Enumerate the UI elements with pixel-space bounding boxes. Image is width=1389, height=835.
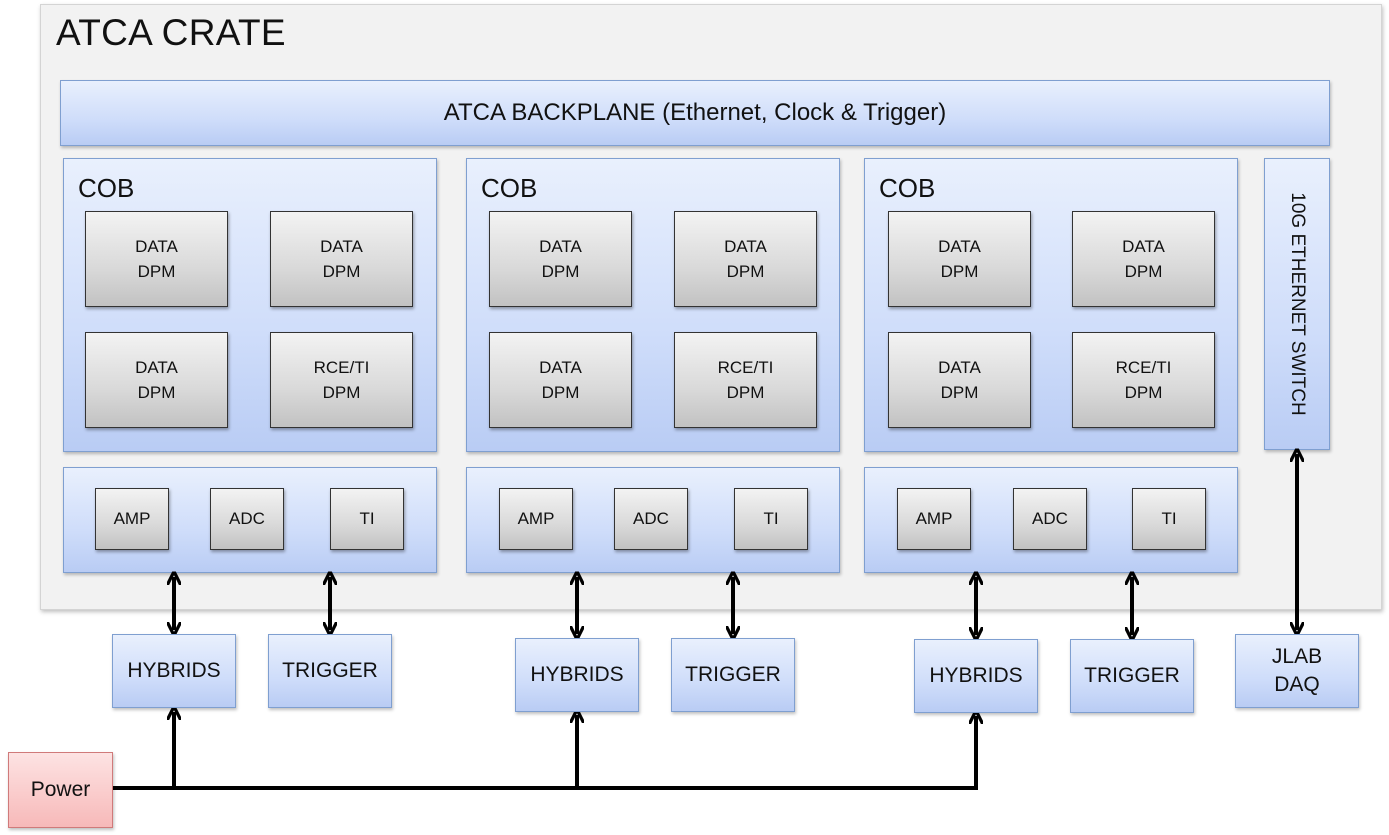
dpm-line-1: DATA	[938, 358, 981, 377]
cob-label: COB	[481, 173, 538, 203]
dpm-line-2: DPM	[541, 262, 580, 281]
cob-label: COB	[879, 173, 936, 203]
hybrids-box: HYBRIDS	[112, 634, 236, 708]
dpm-line-2: DPM	[322, 262, 361, 281]
cob-2: COB DATA DPM DATA DPM DATA DPM RCE/TI DP…	[466, 158, 840, 452]
data-dpm: DATA DPM	[888, 211, 1031, 307]
dpm-line-1: RCE/TI	[717, 358, 774, 377]
data-dpm: DATA DPM	[489, 332, 632, 428]
data-dpm: DATA DPM	[674, 211, 817, 307]
dpm-line-2: DPM	[1124, 262, 1163, 281]
dpm-line-1: RCE/TI	[1115, 358, 1172, 377]
dpm-line-1: DATA	[1122, 237, 1165, 256]
data-dpm: DATA DPM	[85, 332, 228, 428]
adc-chip: ADC	[1013, 488, 1087, 550]
dpm-line-2: DPM	[137, 262, 176, 281]
trigger-box: TRIGGER	[671, 638, 795, 712]
ti-chip: TI	[734, 488, 808, 550]
dpm-line-2: DPM	[726, 262, 765, 281]
crate-title: ATCA CRATE	[56, 12, 286, 53]
cob-label: COB	[78, 173, 135, 203]
rce-ti-dpm: RCE/TI DPM	[1072, 332, 1215, 428]
data-dpm: DATA DPM	[489, 211, 632, 307]
amp-chip: AMP	[95, 488, 169, 550]
dpm-line-2: DPM	[137, 383, 176, 402]
dpm-line-2: DPM	[940, 262, 979, 281]
front-end-board-2: AMP ADC TI	[466, 467, 840, 573]
power-bus	[113, 716, 976, 790]
dpm-line-1: DATA	[724, 237, 767, 256]
adc-chip: ADC	[210, 488, 284, 550]
trigger-box: TRIGGER	[268, 634, 392, 708]
hybrids-label: HYBRIDS	[929, 664, 1023, 687]
ti-chip: TI	[1132, 488, 1206, 550]
trigger-box: TRIGGER	[1070, 639, 1194, 713]
jlab-daq-line-1: JLAB	[1271, 645, 1323, 668]
dpm-line-1: DATA	[539, 237, 582, 256]
jlab-daq-box: JLAB DAQ	[1235, 634, 1359, 708]
trigger-label: TRIGGER	[282, 659, 378, 682]
data-dpm: DATA DPM	[888, 332, 1031, 428]
hybrids-label: HYBRIDS	[530, 663, 624, 686]
dpm-line-2: DPM	[1124, 383, 1163, 402]
rce-ti-dpm: RCE/TI DPM	[674, 332, 817, 428]
ti-chip: TI	[330, 488, 404, 550]
dpm-line-2: DPM	[726, 383, 765, 402]
dpm-line-2: DPM	[541, 383, 580, 402]
trigger-label: TRIGGER	[1084, 664, 1180, 687]
rce-ti-dpm: RCE/TI DPM	[270, 332, 413, 428]
power-box: Power	[8, 752, 113, 828]
dpm-line-1: DATA	[539, 358, 582, 377]
dpm-line-1: DATA	[320, 237, 363, 256]
dpm-line-2: DPM	[940, 383, 979, 402]
dpm-line-1: DATA	[135, 237, 178, 256]
dpm-line-1: RCE/TI	[313, 358, 370, 377]
data-dpm: DATA DPM	[85, 211, 228, 307]
cob-1: COB DATA DPM DATA DPM DATA DPM RCE/TI DP…	[63, 158, 437, 452]
dpm-line-1: DATA	[135, 358, 178, 377]
jlab-daq-line-2: DAQ	[1274, 673, 1320, 696]
atca-backplane: ATCA BACKPLANE (Ethernet, Clock & Trigge…	[60, 80, 1330, 146]
amp-chip: AMP	[499, 488, 573, 550]
backplane-label: ATCA BACKPLANE (Ethernet, Clock & Trigge…	[443, 99, 947, 126]
dpm-line-1: DATA	[938, 237, 981, 256]
data-dpm: DATA DPM	[270, 211, 413, 307]
hybrids-label: HYBRIDS	[127, 659, 221, 682]
hybrids-box: HYBRIDS	[515, 638, 639, 712]
data-dpm: DATA DPM	[1072, 211, 1215, 307]
dpm-line-2: DPM	[322, 383, 361, 402]
front-end-board-1: AMP ADC TI	[63, 467, 437, 573]
hybrids-box: HYBRIDS	[914, 639, 1038, 713]
trigger-label: TRIGGER	[685, 663, 781, 686]
adc-chip: ADC	[614, 488, 688, 550]
power-label: Power	[30, 778, 91, 801]
cob-3: COB DATA DPM DATA DPM DATA DPM RCE/TI DP…	[864, 158, 1238, 452]
front-end-board-3: AMP ADC TI	[864, 467, 1238, 573]
amp-chip: AMP	[897, 488, 971, 550]
